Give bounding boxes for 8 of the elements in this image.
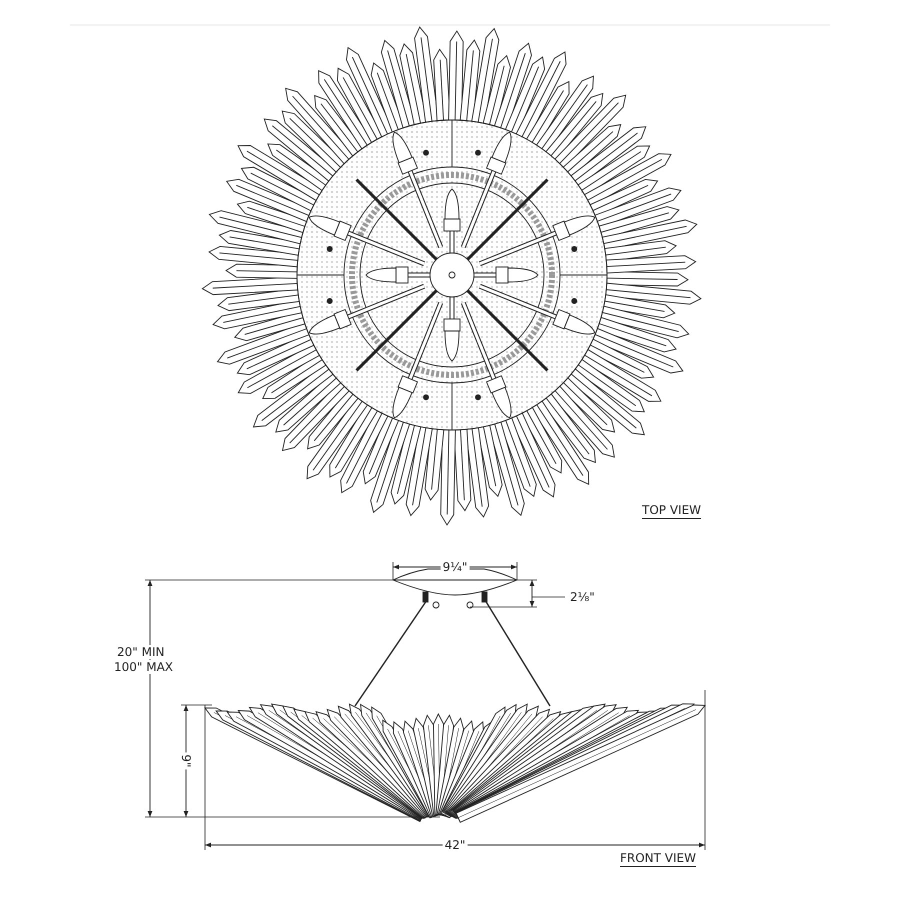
view-title: FRONT VIEW (618, 851, 698, 865)
view-title: TOP VIEW (640, 503, 704, 517)
dimension-label: 20" MIN (115, 645, 166, 659)
dimension-label: 2⅛" (568, 590, 597, 604)
dimension-label: 100" MAX (112, 660, 176, 674)
dimension-label: 9" (179, 752, 193, 770)
dimension-label: 42" (442, 838, 468, 852)
dimension-label: 9¼" (440, 560, 470, 574)
